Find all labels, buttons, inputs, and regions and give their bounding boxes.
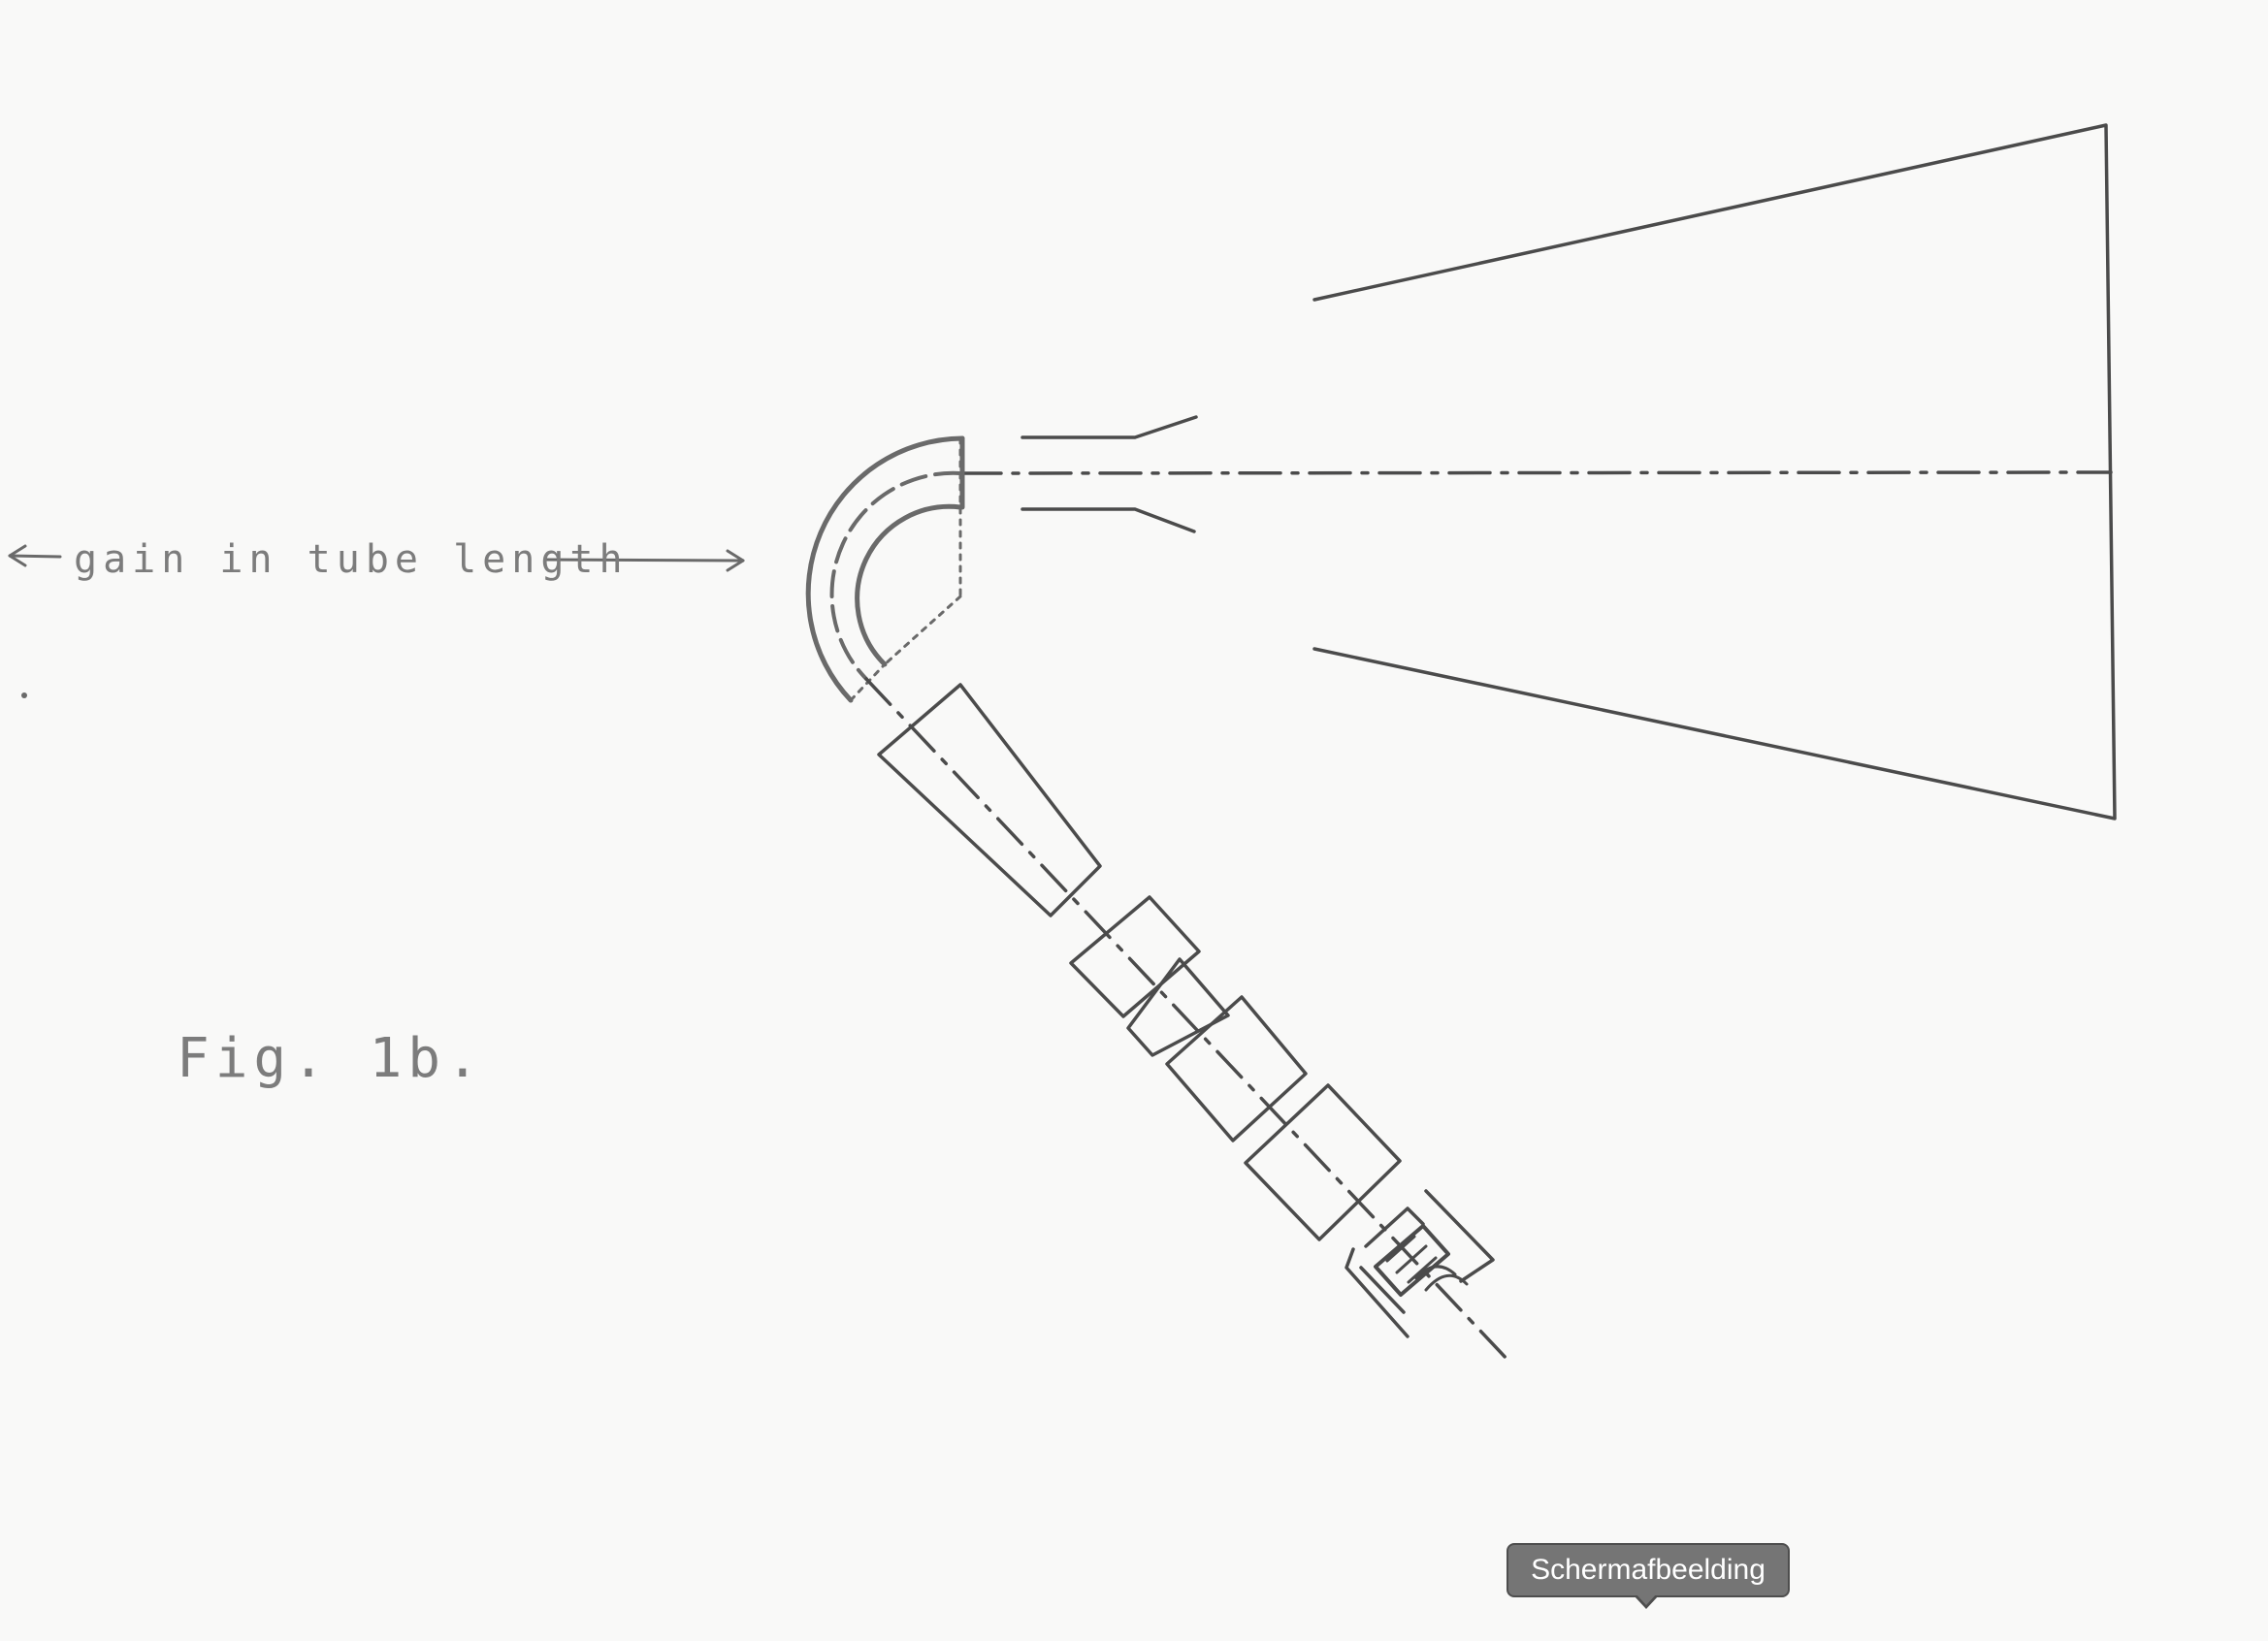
figure-label: Fig. 1b. [177,1027,485,1090]
dimension-label: gain in tube length [74,537,629,582]
cathode-housing-outer [1424,1189,1495,1283]
screenshot-tooltip: Schermafbeelding [1507,1543,1790,1597]
cathode-element [1374,1224,1450,1297]
tooltip-pointer-fill [1636,1593,1657,1605]
electrode-block-2 [1126,957,1230,1057]
electron-gun [877,683,1495,1338]
pencil-dot [21,692,27,698]
bend-section [805,435,965,703]
electrode-block-1 [1069,895,1201,1018]
electrode-block-3 [1165,995,1308,1142]
electrode-block-4 [1244,1083,1402,1241]
deflection-plates [1021,415,1198,533]
tube-axis-line [958,470,2113,475]
cathode-housing-inner [1364,1207,1425,1248]
tube-length-dimension: gain in tube length [8,537,745,582]
focus-electrode [877,683,1102,917]
